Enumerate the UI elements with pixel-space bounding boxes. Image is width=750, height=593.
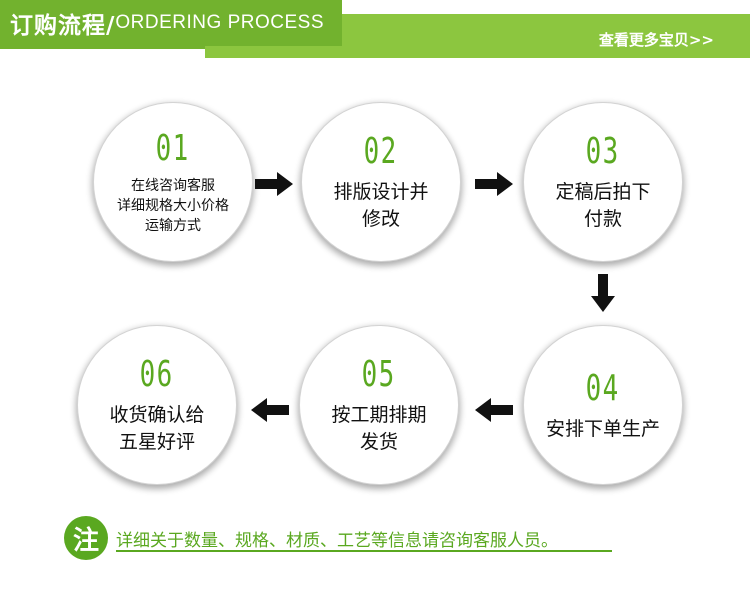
step-description: 定稿后拍下 付款: [555, 181, 651, 230]
step-number: 02: [363, 131, 399, 172]
step-number: 05: [361, 354, 397, 395]
step-06-circle: 06 收货确认给 五星好评: [78, 326, 236, 484]
arrow-down-icon: [591, 274, 615, 312]
step-number: 04: [585, 367, 621, 409]
page-title: 订购流程/ ORDERING PROCESS: [0, 0, 342, 46]
view-more-link[interactable]: 查看更多宝贝>>: [598, 31, 714, 49]
step-number: 03: [585, 131, 621, 172]
note-text: 详细关于数量、规格、材质、工艺等信息请咨询客服人员。: [116, 531, 558, 551]
step-03-circle: 03 定稿后拍下 付款: [524, 103, 682, 261]
step-04-circle: 04 安排下单生产: [524, 326, 682, 484]
step-number: 06: [139, 354, 175, 395]
header-divider: [0, 46, 205, 49]
step-description: 在线咨询客服 详细规格大小价格 运输方式: [117, 178, 229, 234]
step-description: 排版设计并 修改: [333, 181, 429, 230]
step-05-circle: 05 按工期排期 发货: [300, 326, 458, 484]
step-02-circle: 02 排版设计并 修改: [302, 103, 460, 261]
arrow-right-icon: [475, 172, 513, 196]
step-description: 安排下单生产: [545, 417, 660, 440]
page-header: 订购流程/ ORDERING PROCESS 查看更多宝贝>>: [0, 0, 750, 60]
arrow-right-icon: [255, 172, 293, 196]
title-chinese: 订购流程/: [10, 13, 116, 39]
title-english: ORDERING PROCESS: [115, 12, 324, 33]
step-number: 01: [155, 128, 191, 169]
step-description: 收货确认给 五星好评: [109, 404, 205, 453]
arrow-left-icon: [251, 398, 289, 422]
step-01-circle: 01 在线咨询客服 详细规格大小价格 运输方式: [94, 103, 252, 261]
arrow-left-icon: [475, 398, 513, 422]
note-underline: [116, 550, 612, 552]
note-icon: 注: [64, 516, 108, 560]
step-description: 按工期排期 发货: [331, 404, 427, 453]
